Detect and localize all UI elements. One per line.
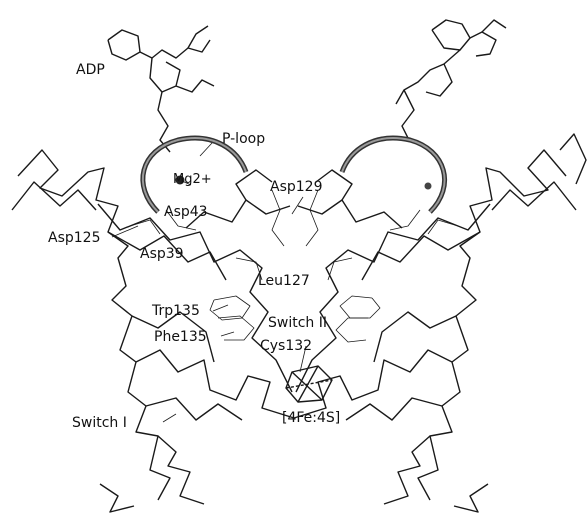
- label-switch-i: Switch I: [72, 416, 127, 430]
- label-switch-ii: Switch II: [268, 316, 327, 330]
- label-asp125: Asp125: [48, 231, 100, 245]
- label-mg-ion: Mg2+: [173, 173, 212, 186]
- label-phe135: Phe135: [154, 330, 207, 344]
- fe-s-cluster: [286, 366, 332, 402]
- label-asp129: Asp129: [270, 180, 322, 194]
- adp-molecule-right: [396, 20, 506, 142]
- label-p-loop: P-loop: [222, 132, 265, 146]
- label-asp43: Asp43: [164, 205, 208, 219]
- label-asp39: Asp39: [140, 247, 184, 261]
- backbone-right: [294, 134, 586, 512]
- label-fe-s-cluster: [4Fe:4S]: [282, 411, 340, 425]
- label-trp135: Trp135: [152, 304, 200, 318]
- adp-molecule-left: [108, 26, 214, 152]
- label-adp: ADP: [76, 63, 105, 77]
- p-loop-ribbon-right: [342, 138, 445, 212]
- label-cys132: Cys132: [260, 339, 312, 353]
- label-leu127: Leu127: [258, 274, 310, 288]
- mg-ion-right: [425, 183, 432, 190]
